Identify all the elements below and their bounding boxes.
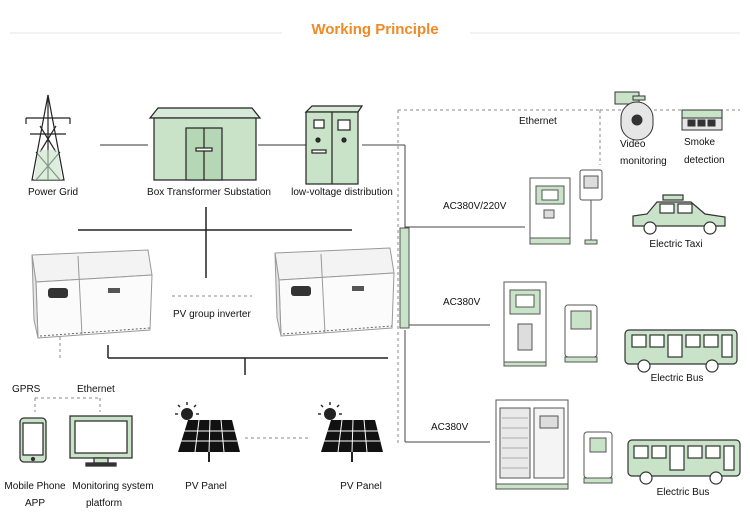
page-title: Working Principle xyxy=(311,21,439,38)
electric-taxi-icon xyxy=(632,194,726,235)
ac-label-2: AC380V xyxy=(443,297,481,308)
ac-label-3: AC380V xyxy=(431,422,469,433)
video-label-1: Video xyxy=(620,139,646,150)
inverter-1-icon xyxy=(31,249,153,339)
charger-bus-2-icon xyxy=(495,399,613,490)
ac-label-1: AC380V/220V xyxy=(443,201,507,212)
ethernet-left-label: Ethernet xyxy=(77,384,115,395)
video-camera-icon xyxy=(614,91,654,141)
comm-bracket xyxy=(34,397,101,412)
charger-taxi-icon xyxy=(529,169,603,245)
monitoring-label-1: Monitoring system xyxy=(72,481,154,492)
monitor-icon xyxy=(69,415,133,467)
electric-taxi-label: Electric Taxi xyxy=(649,239,703,250)
gprs-label: GPRS xyxy=(12,384,41,395)
pv-panel-2-label: PV Panel xyxy=(340,481,382,492)
pv-inverter-label: PV group inverter xyxy=(173,309,251,320)
pv-panel-1-icon xyxy=(175,402,240,462)
box-transformer-icon xyxy=(148,107,262,181)
electric-bus-1-label: Electric Bus xyxy=(650,373,704,384)
box-transformer-label: Box Transformer Substation xyxy=(147,187,271,198)
electric-bus-2-icon xyxy=(627,439,741,485)
mobile-phone-icon xyxy=(19,417,47,463)
smoke-label-2: detection xyxy=(684,155,725,166)
pv-panel-2-icon xyxy=(318,402,383,462)
pv-panel-1-label: PV Panel xyxy=(185,481,227,492)
charger-bus-1-icon xyxy=(503,281,598,367)
busbar xyxy=(399,227,410,329)
smoke-label-1: Smoke xyxy=(684,137,716,148)
inverter-2-icon xyxy=(274,247,395,337)
power-grid-icon xyxy=(25,94,71,181)
video-label-2: monitoring xyxy=(620,156,667,167)
mobile-app-label-1: Mobile Phone xyxy=(4,481,66,492)
monitoring-label-2: platform xyxy=(85,498,123,509)
low-voltage-label: low-voltage distribution xyxy=(291,187,393,198)
distribution-lines xyxy=(362,144,525,443)
ethernet-right-label: Ethernet xyxy=(519,116,557,127)
electric-bus-2-label: Electric Bus xyxy=(656,487,710,498)
mobile-app-label-2: APP xyxy=(24,498,46,509)
low-voltage-cabinet-icon xyxy=(304,105,364,185)
power-grid-label: Power Grid xyxy=(27,187,79,198)
electric-bus-1-icon xyxy=(624,329,738,373)
smoke-detector-icon xyxy=(681,109,723,131)
